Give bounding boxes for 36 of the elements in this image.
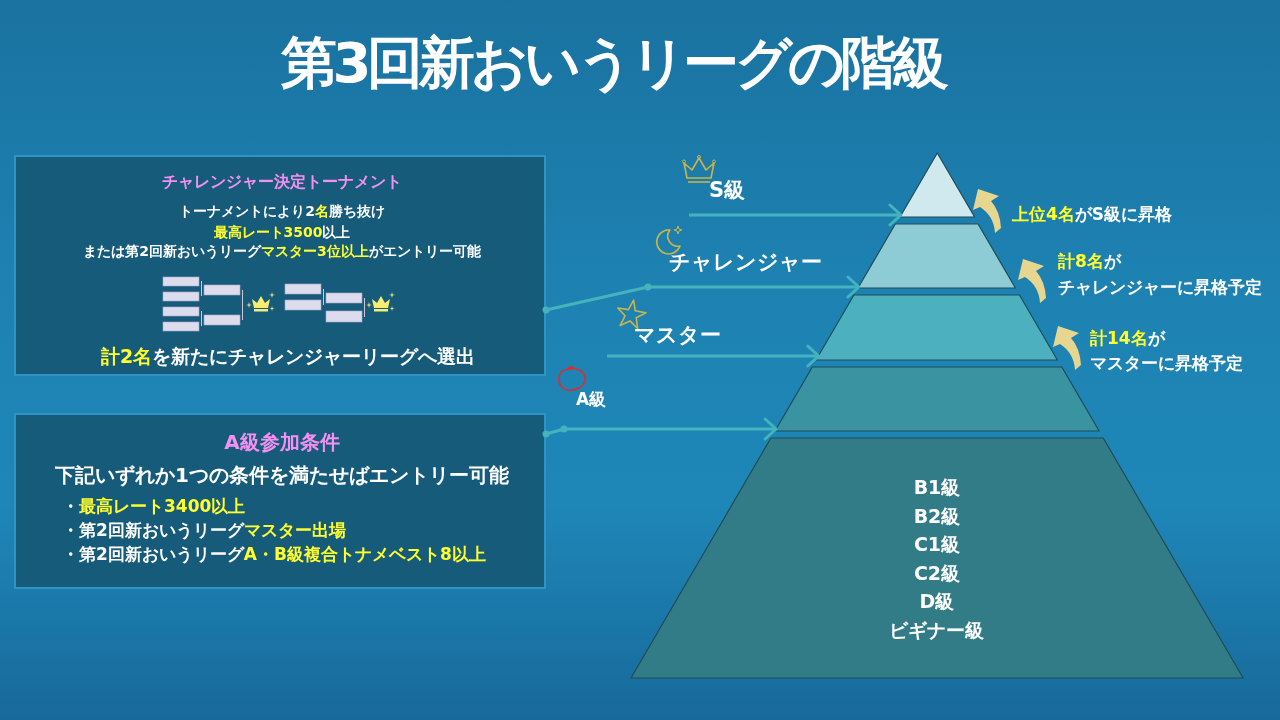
edge-label: A級 bbox=[575, 388, 607, 410]
list-item: ・第2回新おいうリーグA・B級複合トナメベスト8以上 bbox=[62, 543, 486, 564]
info-panel bbox=[14, 413, 546, 589]
summary-text: 計2名を新たにチャレンジャーリーグへ選出 bbox=[100, 344, 476, 367]
tier-name: D級 bbox=[919, 589, 955, 613]
tier-name: ビギナー級 bbox=[889, 618, 985, 642]
edge-label: チャレンジャー bbox=[668, 250, 822, 276]
note-text: マスターに昇格予定 bbox=[1090, 352, 1243, 374]
list-item: ・最高レート3400以上 bbox=[62, 495, 246, 516]
title: 第3回新おいうリーグの階級 bbox=[280, 29, 946, 97]
info-text: 下記いずれか1つの条件を満たせばエントリー可能 bbox=[55, 463, 509, 487]
info-text: 最高レート3500以上 bbox=[213, 223, 351, 240]
tier-name: B1級 bbox=[913, 475, 961, 499]
note-text: 計14名が bbox=[1090, 327, 1165, 348]
info-text: トーナメントにより2名勝ち抜け bbox=[179, 202, 385, 220]
leader-line bbox=[542, 275, 861, 314]
edge-label: S級 bbox=[708, 178, 746, 204]
edge-label: マスター bbox=[633, 323, 721, 349]
leader-line bbox=[607, 344, 821, 368]
note-text: 上位4名がS級に昇格 bbox=[1012, 203, 1173, 225]
tier-name: B2級 bbox=[913, 504, 961, 527]
panel-title: A級参加条件 bbox=[224, 429, 340, 454]
pyramid-tier bbox=[858, 224, 1016, 288]
pyramid-tier bbox=[630, 438, 1244, 678]
pyramid-tier bbox=[816, 295, 1058, 360]
tier-name: C1級 bbox=[913, 532, 961, 556]
info-text: または第2回新おいうリーグマスター3位以上がエントリー可能 bbox=[83, 242, 481, 260]
leader-line bbox=[689, 203, 903, 227]
panel-title: チャレンジャー決定トーナメント bbox=[162, 171, 402, 192]
info-panel bbox=[14, 155, 546, 376]
note-text: 計8名が bbox=[1058, 250, 1121, 272]
tier-name: C2級 bbox=[913, 561, 961, 584]
note-text: チャレンジャーに昇格予定 bbox=[1058, 276, 1262, 298]
list-item: ・第2回新おいうリーグマスター出場 bbox=[62, 519, 346, 540]
pyramid-tier bbox=[899, 153, 975, 217]
leader-line bbox=[542, 417, 778, 441]
